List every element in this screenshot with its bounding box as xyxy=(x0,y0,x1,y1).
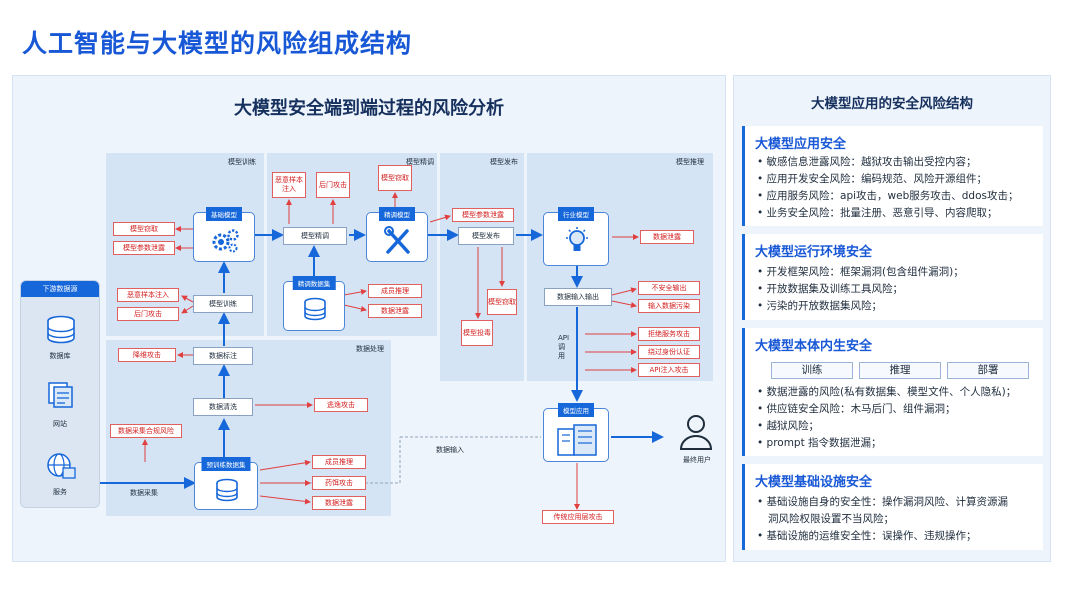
pretrain-dataset-node: 预训练数据集 xyxy=(194,457,258,510)
risk-param-leak: 模型参数泄露 xyxy=(113,241,175,255)
finetuned-model-node: 精调模型 xyxy=(366,207,428,262)
zone-label-train: 模型训练 xyxy=(228,158,256,166)
section-line: • 敏感信息泄露风险：越狱攻击输出受控内容； xyxy=(757,156,977,168)
data-io-node: 数据输入输出 xyxy=(544,288,612,306)
zone-label-infer: 模型推理 xyxy=(676,158,704,166)
risk-ddos: 拒绝服务攻击 xyxy=(638,327,700,341)
data-source-header: 下游数据源 xyxy=(21,281,99,297)
pretrain-dataset-label: 预训练数据集 xyxy=(201,457,251,471)
data-input-label: 数据输入 xyxy=(436,446,464,454)
risk-backdoor-finetune: 后门攻击 xyxy=(316,172,350,198)
section-runtime-env: 大模型运行环境安全 • 开发框架风险：框架漏洞(包含组件漏洞)； • 开放数据集… xyxy=(742,234,1043,320)
section-app-security: 大模型应用安全 • 敏感信息泄露风险：越狱攻击输出受控内容； • 应用开发安全风… xyxy=(742,126,1043,226)
app-security-structure-title: 大模型应用的安全风险结构 xyxy=(811,96,973,112)
section-line: • 基础设施自身的安全性：操作漏洞风险、计算资源漏 xyxy=(757,496,1009,508)
data-clean-node: 数据清洗 xyxy=(193,398,253,416)
service-label: 服务 xyxy=(53,488,67,496)
risk-param-leak-release: 模型参数泄露 xyxy=(452,208,514,222)
model-train-node: 模型训练 xyxy=(193,295,253,313)
risk-sample-inject-finetune: 恶意样本注入 xyxy=(272,172,306,198)
tag-deployment: 部署 xyxy=(947,362,1029,379)
dataset-icon xyxy=(304,297,326,321)
risk-member-infer-data: 成员推理 xyxy=(312,455,366,469)
risk-drug-attack: 药饵攻击 xyxy=(312,476,366,490)
section-line: • 污染的开放数据集风险； xyxy=(757,300,883,312)
zone-model-inference xyxy=(527,153,713,381)
risk-sample-inject: 恶意样本注入 xyxy=(117,288,179,302)
model-app-node: 模型应用 xyxy=(543,403,609,462)
risk-backdoor: 后门攻击 xyxy=(117,307,179,321)
base-model-node: 基础模型 xyxy=(193,207,255,262)
section-line: 洞风险权限设置不当风险； xyxy=(768,513,894,525)
finetuned-model-label: 精调模型 xyxy=(379,207,415,221)
industry-model-label: 行业模型 xyxy=(558,207,594,221)
section-infrastructure: 大模型基础设施安全 • 基础设施自身的安全性：操作漏洞风险、计算资源漏 洞风险权… xyxy=(742,464,1043,550)
zone-label-release: 模型发布 xyxy=(490,158,518,166)
risk-data-leak-data: 数据泄露 xyxy=(312,496,366,510)
tag-inference: 推理 xyxy=(859,362,941,379)
risk-data-leak: 数据泄露 xyxy=(368,304,422,318)
section-intrinsic-security: 大模型本体内生安全 训练 推理 部署 • 数据泄露的风险(私有数据集、模型文件、… xyxy=(742,328,1043,456)
section-line: • prompt 指令数据泄漏； xyxy=(757,437,882,449)
section-line: • 应用开发安全风险：编码规范、风险开源组件； xyxy=(757,173,988,185)
section-line: • 供应链安全风险：木马后门、组件漏洞； xyxy=(757,403,956,415)
api-call-label: API调用 xyxy=(558,334,570,361)
finetune-dataset-label: 精调数据集 xyxy=(292,276,336,290)
model-finetune-node: 模型精调 xyxy=(283,227,347,245)
risk-model-theft: 模型窃取 xyxy=(113,222,175,236)
risk-analysis-title: 大模型安全端到端过程的风险分析 xyxy=(234,98,504,119)
risk-auth-bypass: 绕过身份认证 xyxy=(638,345,700,359)
industry-model-node: 行业模型 xyxy=(543,207,609,266)
base-model-label: 基础模型 xyxy=(206,207,242,221)
database-icon xyxy=(47,315,75,344)
zone-model-release xyxy=(440,153,524,381)
model-release-node: 模型发布 xyxy=(458,227,514,245)
page-title: 人工智能与大模型的风险组成结构 xyxy=(22,29,413,58)
risk-unsafe-output: 不安全输出 xyxy=(638,281,700,295)
risk-input-poison: 输入数据污染 xyxy=(638,299,700,313)
section-line: • 开发框架风险：框架漏洞(包含组件漏洞)； xyxy=(757,266,964,278)
risk-traditional-app: 传统应用层攻击 xyxy=(542,510,614,524)
tools-icon xyxy=(384,226,410,254)
section-title: 大模型运行环境安全 xyxy=(755,245,873,260)
end-user-label: 最终用户 xyxy=(683,456,711,464)
risk-api-inject: API注入攻击 xyxy=(638,363,700,377)
zone-label-finetune: 模型精调 xyxy=(406,158,434,166)
tag-training: 训练 xyxy=(771,362,853,379)
risk-collect-compliance: 数据采集合规风险 xyxy=(110,424,182,438)
risk-dimension: 降维攻击 xyxy=(118,348,176,362)
section-line: • 越狱风险； xyxy=(757,420,820,432)
data-source-panel: 下游数据源 数据库 网站 服务 xyxy=(20,280,100,508)
app-security-structure-panel: 大模型应用的安全风险结构 大模型应用安全 • 敏感信息泄露风险：越狱攻击输出受控… xyxy=(733,75,1051,562)
risk-model-theft-release: 模型窃取 xyxy=(487,289,517,315)
section-title: 大模型基础设施安全 xyxy=(755,475,873,490)
finetune-dataset-node: 精调数据集 xyxy=(283,276,345,331)
section-title: 大模型应用安全 xyxy=(755,137,847,152)
section-title: 大模型本体内生安全 xyxy=(755,339,873,354)
data-collect-label: 数据采集 xyxy=(130,489,158,497)
website-label: 网站 xyxy=(53,420,67,428)
risk-model-theft-finetune: 模型窃取 xyxy=(378,165,412,191)
gear-icon xyxy=(212,229,239,253)
service-globe-icon xyxy=(47,453,76,479)
section-line: • 业务安全风险：批量注册、恶意引导、内容爬取； xyxy=(757,207,998,219)
zone-label-data: 数据处理 xyxy=(356,345,384,353)
building-icon xyxy=(557,424,597,456)
database-label: 数据库 xyxy=(49,352,71,360)
end-user-icon xyxy=(679,415,713,450)
risk-member-infer: 成员推理 xyxy=(368,284,422,298)
risk-model-poison: 模型投毒 xyxy=(461,320,493,346)
risk-data-leak-infer: 数据泄露 xyxy=(640,230,694,244)
section-line: • 应用服务风险：api攻击，web服务攻击、ddos攻击； xyxy=(757,190,1019,202)
section-line: • 基础设施的运维安全性：误操作、违规操作； xyxy=(757,530,977,542)
dataset-icon xyxy=(216,478,238,502)
lightbulb-icon xyxy=(566,227,588,251)
section-line: • 数据泄露的风险(私有数据集、模型文件、个人隐私)； xyxy=(757,386,1017,398)
website-icon xyxy=(48,382,73,408)
risk-evasion: 逃逸攻击 xyxy=(314,398,368,412)
model-app-label: 模型应用 xyxy=(558,403,594,417)
section-line: • 开放数据集及训练工具风险； xyxy=(757,283,904,295)
data-label-node: 数据标注 xyxy=(193,347,253,365)
